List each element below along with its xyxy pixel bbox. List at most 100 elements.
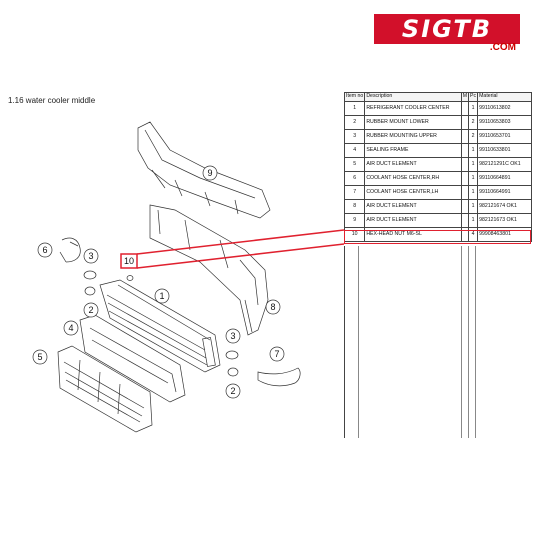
row-m	[460, 129, 470, 144]
part-9-air-duct	[137, 121, 271, 219]
row-pos: 3	[343, 129, 366, 144]
row-material: 982121291C OK1	[477, 157, 532, 172]
svg-text:3: 3	[230, 331, 235, 341]
row-description: REFRIGERANT COOLER CENTER	[364, 101, 462, 116]
row-material: 99110653701	[477, 129, 532, 144]
row-pc: 1	[468, 171, 479, 186]
row-m	[460, 213, 470, 228]
col-header-item-no: Item no	[343, 92, 366, 102]
row-m	[460, 101, 470, 116]
row-m	[460, 199, 470, 214]
parts-diagram: 9 8 1 6 3 2 4 5 3 7 2 10	[32, 121, 301, 433]
col-header-material: Material	[477, 92, 532, 102]
row-material: 99110664891	[477, 171, 532, 186]
callout-9: 9	[202, 165, 218, 181]
brand-logo[interactable]: SIGTB .COM	[374, 14, 520, 54]
svg-text:7: 7	[274, 349, 279, 359]
row-pc: 1	[468, 157, 479, 172]
row-description: AIR DUCT ELEMENT	[364, 213, 462, 228]
row-material: 99110664991	[477, 185, 532, 200]
part-8-air-duct	[149, 204, 269, 336]
row-m	[460, 115, 470, 130]
row-pos: 7	[343, 185, 366, 200]
row-pc: 1	[468, 199, 479, 214]
row-pc: 4	[468, 227, 479, 242]
callout-6: 6	[37, 242, 53, 258]
row-material: 99110633801	[477, 143, 532, 158]
svg-text:10: 10	[124, 256, 134, 266]
row-pos: 6	[343, 171, 366, 186]
row-material: 99110653803	[477, 115, 532, 130]
callout-10: 10	[120, 253, 138, 269]
callout-2a: 2	[83, 302, 99, 318]
table-header-row: Item no Description M Pc Material	[343, 92, 532, 102]
row-pc: 2	[468, 129, 479, 144]
table-empty-columns	[344, 246, 533, 438]
callout-7: 7	[269, 346, 285, 362]
row-pc: 1	[468, 101, 479, 116]
svg-text:3: 3	[88, 251, 93, 261]
col-header-m: M	[460, 92, 470, 102]
row-description: AIR DUCT ELEMENT	[364, 199, 462, 214]
row-pos: 4	[343, 143, 366, 158]
row-description: RUBBER MOUNT LOWER	[364, 115, 462, 130]
svg-text:2: 2	[88, 305, 93, 315]
page-title: 1.16 water cooler middle	[8, 96, 96, 105]
row-m	[460, 171, 470, 186]
row-pos: 5	[343, 157, 366, 172]
svg-text:5: 5	[37, 352, 42, 362]
row-pc: 2	[468, 115, 479, 130]
logo-domain: .COM	[489, 42, 516, 53]
row-material: 99110613802	[477, 101, 532, 116]
callout-8: 8	[265, 299, 281, 315]
svg-text:1: 1	[159, 291, 164, 301]
callout-3a: 3	[83, 248, 99, 264]
row-m	[460, 143, 470, 158]
row-material: 982121674 OK1	[477, 199, 532, 214]
row-description: COOLANT HOSE CENTER,LH	[364, 185, 462, 200]
row-m	[460, 227, 470, 242]
part-6-hose	[59, 237, 81, 263]
row-pc: 1	[468, 143, 479, 158]
row-pos: 9	[343, 213, 366, 228]
row-description: RUBBER MOUNTING UPPER	[364, 129, 462, 144]
svg-text:9: 9	[207, 168, 212, 178]
row-pc: 1	[468, 185, 479, 200]
row-pc: 1	[468, 213, 479, 228]
logo-wordmark: SIGTB	[374, 14, 520, 44]
svg-text:6: 6	[42, 245, 47, 255]
callout-5: 5	[32, 349, 48, 365]
row-pos: 2	[343, 115, 366, 130]
callout-4: 4	[63, 320, 79, 336]
svg-text:2: 2	[230, 386, 235, 396]
row-pos: 8	[343, 199, 366, 214]
svg-text:8: 8	[270, 302, 275, 312]
col-header-pc: Pc	[468, 92, 479, 102]
callout-3b: 3	[225, 328, 241, 344]
svg-text:4: 4	[68, 323, 73, 333]
part-5-air-duct-grille	[57, 345, 153, 433]
part-7-hose	[257, 367, 301, 387]
row-m	[460, 157, 470, 172]
highlighted-row-frame	[344, 230, 531, 244]
row-material: 982121673 OK1	[477, 213, 532, 228]
part-4-sealing-frame	[79, 314, 186, 403]
row-description: AIR DUCT ELEMENT	[364, 157, 462, 172]
row-description: COOLANT HOSE CENTER,RH	[364, 171, 462, 186]
row-description: SEALING FRAME	[364, 143, 462, 158]
callout-1: 1	[154, 288, 170, 304]
part-1-radiator	[99, 279, 221, 373]
row-pos: 1	[343, 101, 366, 116]
col-header-description: Description	[364, 92, 462, 102]
callout-2b: 2	[225, 383, 241, 399]
